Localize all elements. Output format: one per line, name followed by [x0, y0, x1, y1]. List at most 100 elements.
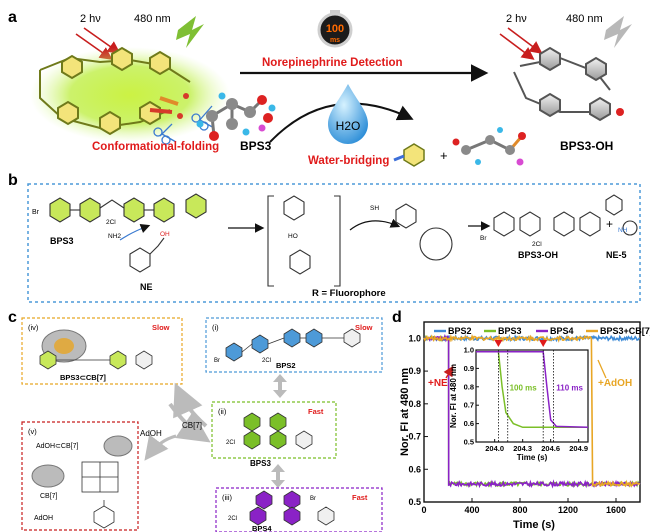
intermediate-bracket-icon — [267, 195, 341, 287]
ii-speed: Fast — [308, 407, 324, 416]
iii-label: (iii) — [222, 493, 232, 502]
ne-sulfonate-product-icon — [452, 127, 526, 166]
x-tick-label: 800 — [512, 505, 527, 515]
y-tick-label: 0.5 — [408, 497, 421, 507]
bps3-oh-molecule-icon — [513, 46, 611, 122]
panel-b-box — [27, 183, 641, 303]
panel-a-letter: a — [8, 9, 17, 26]
cb7-ring-icon — [39, 329, 153, 370]
counterion-right: 2Cl — [532, 241, 542, 248]
legend-label: BPS4 — [550, 326, 574, 336]
bps3-label-b: BPS3 — [50, 236, 74, 246]
annotation-adoh: +AdOH — [598, 378, 632, 389]
stopwatch-icon — [317, 10, 353, 48]
nh2-label: NH2 — [108, 233, 121, 240]
inset-series-bps4 — [476, 351, 589, 429]
arrow-b2 — [349, 218, 401, 231]
inset-marker-icon — [539, 340, 548, 347]
box-ii — [211, 401, 337, 459]
annotation-ne-arrow — [443, 365, 454, 379]
iv-name: BPS3⊂CB[7] — [60, 373, 106, 382]
box-iv — [21, 317, 183, 385]
box-iii — [215, 487, 383, 532]
left-photon-label: 2 hν — [80, 13, 101, 25]
bps3-oh-label-b: BPS3-OH — [518, 250, 558, 260]
timer-value: 100 — [326, 23, 344, 35]
series-line-bps3-cb-7- — [423, 334, 640, 488]
y-tick-label: 0.9 — [408, 366, 421, 376]
ii-name: BPS3 — [250, 459, 271, 468]
v-cb7-label: CB[7] — [40, 493, 58, 500]
inset-x-tick-label: 204.9 — [569, 444, 588, 453]
br-left: Br — [32, 209, 40, 216]
panel-b-letter: b — [8, 172, 18, 189]
y-tick-label: 1.0 — [408, 333, 421, 343]
water-label: H2O — [336, 119, 361, 133]
iv-label: (iv) — [28, 323, 39, 332]
ne-structure-icon — [119, 224, 165, 273]
sh-label: SH — [370, 205, 379, 212]
two-cl-iii: 2Cl — [228, 516, 237, 522]
bps3-structure-icon — [49, 193, 207, 223]
hydroxyl-atom-icon — [616, 108, 624, 116]
right-photon-label: 2 hν — [506, 13, 527, 25]
green-emission-icon — [176, 16, 204, 48]
i-label: (i) — [212, 323, 219, 332]
inset-y-tick-label: 0.8 — [464, 382, 474, 391]
iv-speed: Slow — [152, 323, 170, 332]
inset-label-110ms: 110 ms — [556, 383, 583, 392]
iii-speed: Fast — [352, 493, 368, 502]
timer-unit: ms — [330, 37, 340, 44]
chart-frame — [423, 321, 641, 503]
chart-ylabel: Nor. FI at 480 nm — [399, 368, 411, 456]
counterion-left: 2Cl — [106, 219, 116, 226]
norepinephrine-detection-label: Norepinephrine Detection — [262, 57, 403, 69]
y-tick-label: 0.8 — [408, 399, 421, 409]
r-definition: R = Fluorophore — [312, 288, 386, 299]
bps4-structure-icon — [249, 490, 335, 526]
panel-a: a 2 hν 480 nm — [8, 9, 632, 167]
panel-c: c (iv) Slow BPS3⊂CB[7] (i) Slow Br 2Cl — [8, 309, 383, 532]
inset-marker-icon — [494, 340, 503, 347]
v-label: (v) — [28, 427, 37, 436]
ii-label: (ii) — [218, 407, 227, 416]
x-tick-label: 1200 — [558, 505, 578, 515]
v-cb7-icon — [31, 464, 65, 488]
arrow-adoh-label: AdOH — [140, 429, 162, 438]
inset-x-tick-label: 204.3 — [513, 444, 532, 453]
plus-a: + — [440, 148, 448, 163]
inset-y-tick-label: 0.5 — [464, 438, 474, 447]
norepinephrine-molecule-icon — [196, 92, 276, 141]
inset-y-tick-label: 0.7 — [464, 401, 474, 410]
inset-y-tick-label: 0.6 — [464, 419, 474, 428]
legend-label: BPS3 — [498, 326, 522, 336]
chart-xlabel: Time (s) — [513, 519, 555, 531]
sulfonate-group-icon — [149, 93, 189, 119]
bps3-label-a: BPS3 — [240, 139, 272, 153]
legend-label: BPS2 — [448, 326, 472, 336]
conformational-folding-label: Conformational-folding — [92, 141, 219, 153]
water-drop-icon — [328, 84, 368, 144]
bps3-folded-structure-icon — [243, 412, 313, 450]
right-wavelength-label: 480 nm — [566, 13, 603, 25]
scissors-icon — [153, 105, 215, 145]
box-i — [205, 317, 383, 373]
v-adoh-label: AdOH — [34, 515, 53, 522]
plus-b: + — [606, 217, 613, 231]
br-iii: Br — [310, 496, 316, 502]
water-bridging-label: Water-bridging — [308, 155, 389, 167]
two-cl-i: 2Cl — [262, 358, 271, 364]
double-arrow-up-icon — [273, 374, 287, 398]
inset-y-tick-label: 1.0 — [464, 346, 474, 355]
inset-ylabel: Nor. FI at 480 nm — [449, 364, 458, 428]
bps3-oh-label-a: BPS3-OH — [560, 139, 613, 153]
left-wavelength-label: 480 nm — [134, 13, 171, 25]
panel-c-letter: c — [8, 309, 17, 326]
arrow-cb7-label: CB[7] — [182, 421, 202, 430]
i-name: BPS2 — [276, 361, 296, 370]
